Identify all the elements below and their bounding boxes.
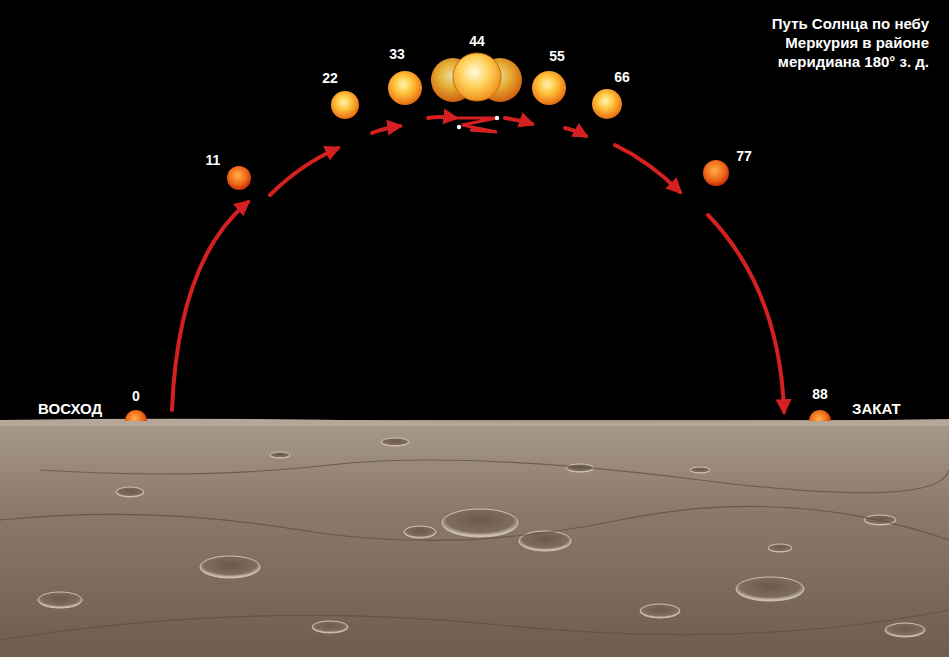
time-number: 11	[206, 152, 221, 168]
time-number: 22	[322, 70, 338, 86]
time-number: 0	[132, 388, 140, 404]
time-number: 33	[389, 46, 405, 62]
time-number: 44	[469, 33, 485, 49]
title: Путь Солнца по небу Меркурия в районе ме…	[739, 14, 929, 71]
time-number: 66	[614, 69, 630, 85]
time-number: 77	[736, 148, 752, 164]
time-number: 88	[812, 386, 828, 402]
horizon-label: ЗАКАТ	[852, 400, 901, 417]
time-number: 55	[549, 48, 565, 64]
horizon-label: ВОСХОД	[38, 400, 102, 417]
